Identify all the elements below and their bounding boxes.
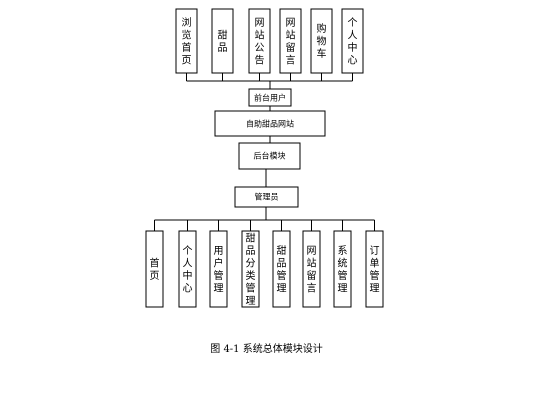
back-module-group: 首页 个人中心 用户管理 甜品分类管理 甜品管理 网站留言 系统管理 订单管理: [145, 230, 384, 308]
front-module-1: 浏览首页: [175, 8, 198, 74]
back-module-box: [238, 142, 301, 170]
back-module-3: 用户管理: [209, 230, 228, 308]
back-module-6: 网站留言: [302, 230, 321, 308]
admin-label: 管理员: [255, 192, 279, 202]
back-module-8: 订单管理: [365, 230, 384, 308]
back-module-2: 个人中心: [178, 230, 197, 308]
admin-box: [234, 186, 299, 208]
back-module-4-frame: [241, 230, 260, 308]
back-module-8-label: 订单管理: [370, 245, 380, 295]
system-label: 自助甜品网站: [246, 119, 294, 129]
front-module-5: 购物车: [310, 8, 333, 74]
front-module-3-label: 网站公告: [255, 17, 265, 67]
front-module-1-label: 浏览首页: [182, 16, 192, 67]
back-module-5-label: 甜品管理: [277, 244, 287, 295]
system-box: [214, 110, 326, 137]
front-module-4-label: 网站留言: [286, 17, 296, 67]
back-module-4-label: 甜品分类管理: [246, 231, 256, 307]
front-module-4: 网站留言: [279, 8, 302, 74]
front-module-3: 网站公告: [248, 8, 271, 74]
back-module-1-label: 首页: [150, 256, 160, 282]
front-user-label: 前台用户: [254, 93, 286, 103]
front-module-2-frame: [211, 8, 234, 74]
back-module-1: 首页: [145, 230, 164, 308]
back-module-3-frame: [209, 230, 228, 308]
back-module-7: 系统管理: [333, 230, 352, 308]
front-module-6-frame: [341, 8, 364, 74]
front-module-2: 甜品: [211, 8, 234, 74]
back-module-2-frame: [178, 230, 197, 308]
back-module-5: 甜品管理: [272, 230, 291, 308]
connector-lines: [154, 73, 375, 231]
back-module-label: 后台模块: [254, 151, 286, 161]
front-module-4-frame: [279, 8, 302, 74]
back-module-3-label: 用户管理: [214, 246, 224, 295]
front-module-5-label: 购物车: [317, 22, 327, 60]
back-module-2-label: 个人中心: [183, 245, 193, 295]
figure-caption: 图 4-1 系统总体模块设计: [210, 344, 323, 355]
front-module-6: 个人中心: [341, 8, 364, 74]
front-module-5-frame: [310, 8, 333, 74]
back-module-7-label: 系统管理: [338, 245, 348, 295]
back-module-8-frame: [365, 230, 384, 308]
back-module-6-label: 网站留言: [307, 245, 317, 295]
front-module-2-label: 甜品: [218, 28, 228, 54]
back-module-5-frame: [272, 230, 291, 308]
front-user-box: [248, 88, 292, 107]
front-module-1-frame: [175, 8, 198, 74]
back-module-6-frame: [302, 230, 321, 308]
back-module-4: 甜品分类管理: [241, 230, 260, 308]
front-module-group: 浏览首页 甜品 网站公告 网站留言 购物车 个人中心: [175, 8, 364, 74]
back-module-7-frame: [333, 230, 352, 308]
front-module-3-frame: [248, 8, 271, 74]
back-module-1-frame: [145, 230, 164, 308]
front-module-6-label: 个人中心: [348, 17, 358, 67]
